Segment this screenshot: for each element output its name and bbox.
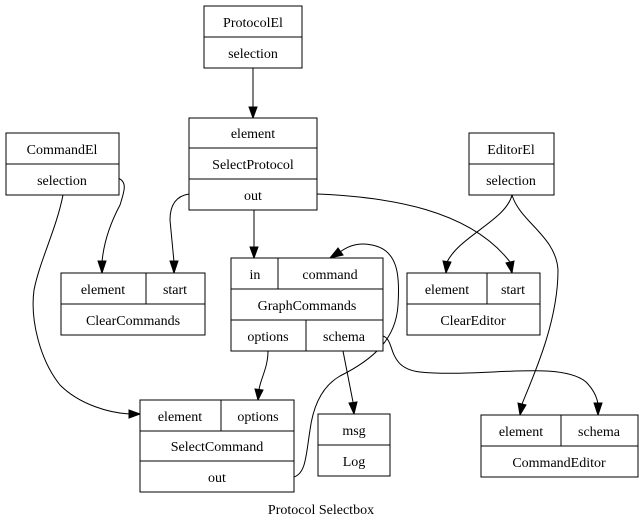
edge-graphcommands-options-to-selectcommand-options: [254, 350, 269, 402]
node-protocolel: ProtocolEl selection: [203, 5, 303, 69]
node-commandel: CommandEl selection: [5, 132, 120, 196]
edge-graphcommands-schema-to-commandeditor-schema: [382, 335, 603, 417]
selectprotocol-out-port: out: [244, 189, 262, 204]
edges: [32, 68, 603, 478]
selectcommand-title: SelectCommand: [171, 440, 264, 455]
edge-protocolel-selection-to-selectprotocol-element: [248, 68, 258, 120]
clearcommands-start-port: start: [163, 283, 187, 298]
edge-selectprotocol-out-to-cleareditor-start: [316, 193, 515, 275]
cleareditor-element-port: element: [425, 283, 469, 298]
edge-selectprotocol-out-to-clearcommands-start: [169, 193, 190, 275]
commandel-title: CommandEl: [27, 143, 98, 158]
graphcommands-schema-port: schema: [323, 330, 366, 345]
edge-commandel-selection-to-clearcommands-element: [97, 177, 125, 275]
selectprotocol-title: SelectProtocol: [212, 158, 294, 173]
edge-graphcommands-schema-to-log-msg: [342, 350, 358, 416]
log-msg-port: msg: [342, 424, 365, 439]
node-editorel: EditorEl selection: [468, 132, 555, 196]
log-title: Log: [343, 455, 366, 470]
selectcommand-options-port: options: [237, 410, 278, 425]
node-clearcommands: element start ClearCommands: [60, 272, 206, 336]
graphcommands-in-port: in: [250, 268, 261, 283]
cleareditor-start-port: start: [501, 283, 525, 298]
edge-editorel-selection-to-cleareditor-element: [442, 194, 513, 275]
commandeditor-element-port: element: [499, 425, 543, 440]
diagram-caption: Protocol Selectbox: [268, 503, 374, 518]
edge-commandel-selection-to-selectcommand-element: [32, 194, 142, 419]
editorel-selection-port: selection: [486, 174, 536, 189]
editorel-title: EditorEl: [487, 143, 535, 158]
clearcommands-title: ClearCommands: [86, 314, 180, 329]
commandel-selection-port: selection: [37, 174, 87, 189]
selectcommand-element-port: element: [158, 410, 202, 425]
node-selectcommand: element options SelectCommand out: [139, 399, 295, 493]
protocolel-selection-port: selection: [228, 47, 278, 62]
protocolel-title: ProtocolEl: [223, 16, 283, 31]
node-graphcommands: in command GraphCommands options schema: [230, 257, 384, 352]
graphcommands-options-port: options: [247, 330, 288, 345]
node-log: msg Log: [317, 413, 391, 477]
clearcommands-element-port: element: [81, 283, 125, 298]
selectcommand-out-port: out: [208, 471, 226, 486]
node-selectprotocol: element SelectProtocol out: [188, 117, 318, 211]
cleareditor-title: ClearEditor: [440, 314, 506, 329]
node-cleareditor: element start ClearEditor: [406, 272, 541, 336]
edge-selectprotocol-out-to-graphcommands-in: [249, 210, 259, 260]
commandeditor-title: CommandEditor: [512, 456, 606, 471]
graphcommands-title: GraphCommands: [258, 299, 357, 314]
graphcommands-command-port: command: [302, 268, 357, 283]
node-commandeditor: element schema CommandEditor: [480, 414, 639, 478]
selectprotocol-element-port: element: [231, 127, 275, 142]
commandeditor-schema-port: schema: [578, 425, 621, 440]
